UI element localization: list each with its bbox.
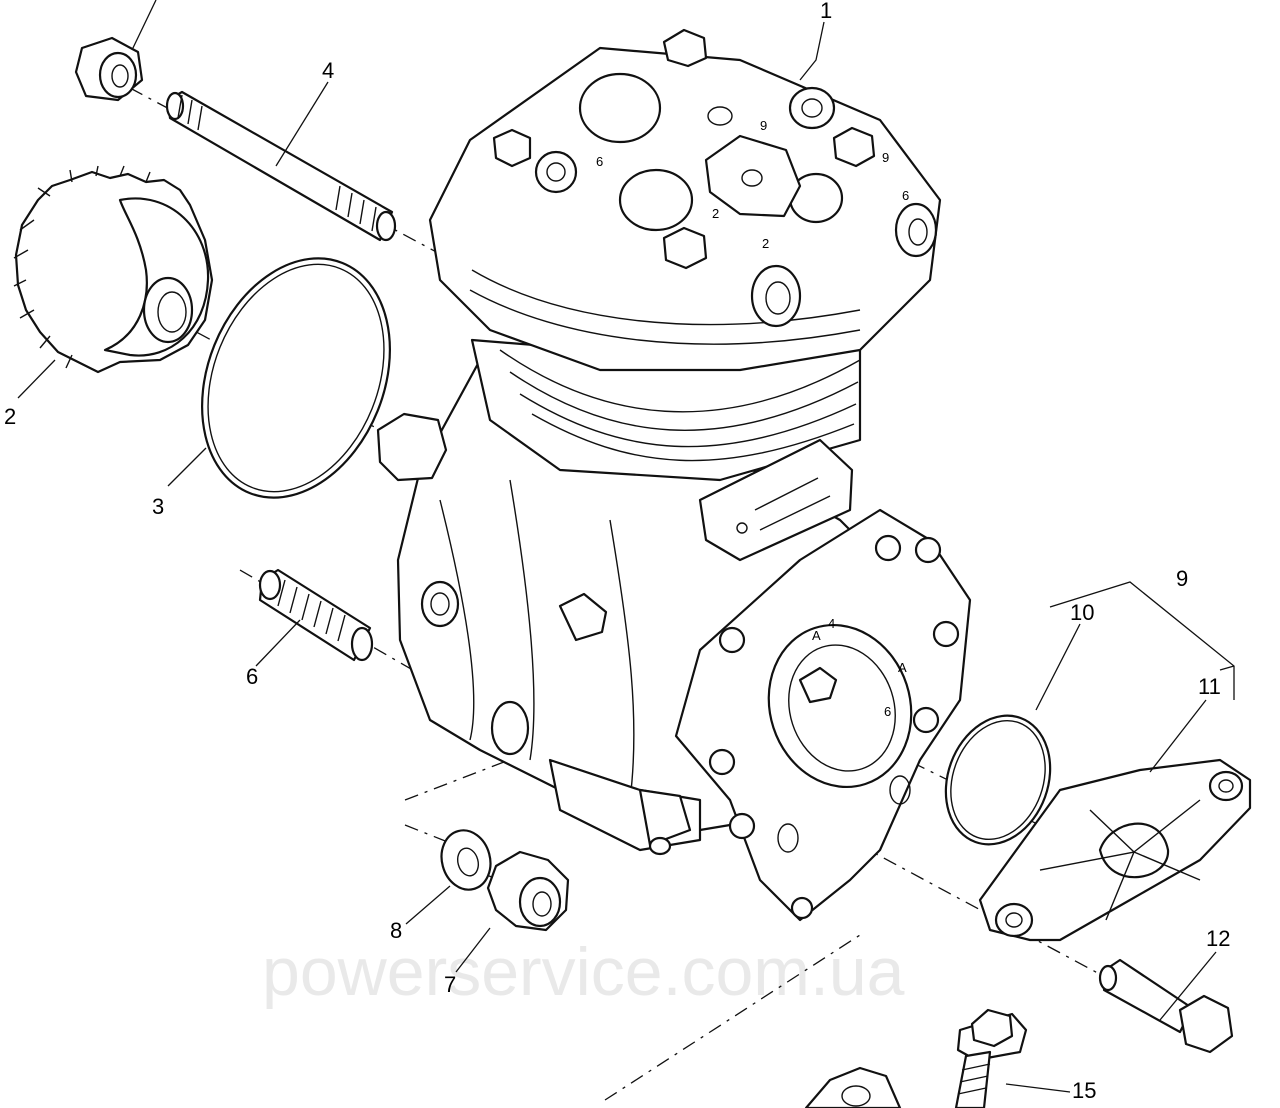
port-upper-left bbox=[534, 150, 578, 194]
part-washer bbox=[440, 829, 492, 891]
part-flange-bolt bbox=[954, 1008, 1028, 1108]
port-front bbox=[750, 264, 802, 328]
callout-6: 6 bbox=[246, 664, 258, 689]
leader-3 bbox=[167, 447, 207, 487]
callout-7: 7 bbox=[444, 972, 456, 997]
head-bolt-left bbox=[492, 128, 532, 168]
head-bolt-front bbox=[662, 226, 708, 270]
part-nut-flange bbox=[486, 850, 570, 932]
head-cover-plate bbox=[704, 134, 802, 218]
leader-11 bbox=[1149, 699, 1207, 773]
callout-4: 4 bbox=[322, 58, 334, 83]
part-cover bbox=[978, 758, 1252, 942]
callout-2: 2 bbox=[4, 404, 16, 429]
part-nut-top bbox=[74, 36, 144, 102]
leader-12 bbox=[1159, 951, 1217, 1021]
watermark-text: powerservice.com.ua bbox=[262, 934, 905, 1010]
leader-5 bbox=[131, 0, 157, 51]
callout-1: 1 bbox=[820, 0, 832, 23]
port-upper-right bbox=[788, 86, 836, 130]
head-mark-9-right: 9 bbox=[882, 150, 889, 165]
flange-mark-6: 6 bbox=[884, 704, 891, 719]
part-long-stud bbox=[165, 90, 397, 242]
port-right bbox=[894, 202, 938, 258]
flange-mark-4: 4 bbox=[828, 616, 835, 631]
flange-mark-A-left: A bbox=[812, 628, 821, 643]
leader-8 bbox=[405, 885, 451, 925]
head-bolt-right bbox=[832, 126, 876, 168]
head-mark-2-right: 2 bbox=[762, 236, 769, 251]
leader-15 bbox=[1005, 1083, 1071, 1093]
leader-7 bbox=[455, 927, 491, 973]
leader-10 bbox=[1035, 623, 1081, 711]
centerline-bottom bbox=[604, 934, 861, 1101]
part-gear bbox=[13, 165, 214, 374]
bracket-group-9 bbox=[1049, 581, 1235, 700]
callout-3: 3 bbox=[152, 494, 164, 519]
valve-cap-top bbox=[578, 72, 662, 144]
centerline-lower-left bbox=[404, 751, 531, 801]
leader-6 bbox=[255, 619, 301, 667]
callout-11: 11 bbox=[1198, 674, 1221, 699]
valve-cap-front bbox=[618, 168, 694, 232]
leader-2 bbox=[17, 359, 56, 399]
part-lower-bracket bbox=[804, 1066, 902, 1108]
part-oring-large bbox=[201, 257, 391, 499]
head-mark-6-right: 6 bbox=[902, 188, 909, 203]
part-bolt bbox=[1098, 958, 1234, 1054]
head-mark-6-left: 6 bbox=[596, 154, 603, 169]
leader-1 bbox=[799, 21, 825, 81]
callout-10: 10 bbox=[1070, 600, 1094, 625]
head-bolt-top bbox=[662, 28, 708, 68]
flange-mark-A-right: A bbox=[898, 660, 907, 675]
callout-8: 8 bbox=[390, 918, 402, 943]
cylinder-head: 9 6 2 2 6 9 bbox=[428, 28, 942, 372]
callout-12: 12 bbox=[1206, 926, 1230, 951]
part-oring-small bbox=[944, 714, 1052, 846]
part-short-stud bbox=[258, 568, 374, 662]
mounting-flange: A 4 A 6 bbox=[674, 508, 972, 922]
callout-9: 9 bbox=[1176, 566, 1188, 591]
head-mark-9-top: 9 bbox=[760, 118, 767, 133]
head-mark-2-center: 2 bbox=[712, 206, 719, 221]
callout-15: 15 bbox=[1072, 1078, 1096, 1103]
leader-4 bbox=[275, 81, 329, 167]
